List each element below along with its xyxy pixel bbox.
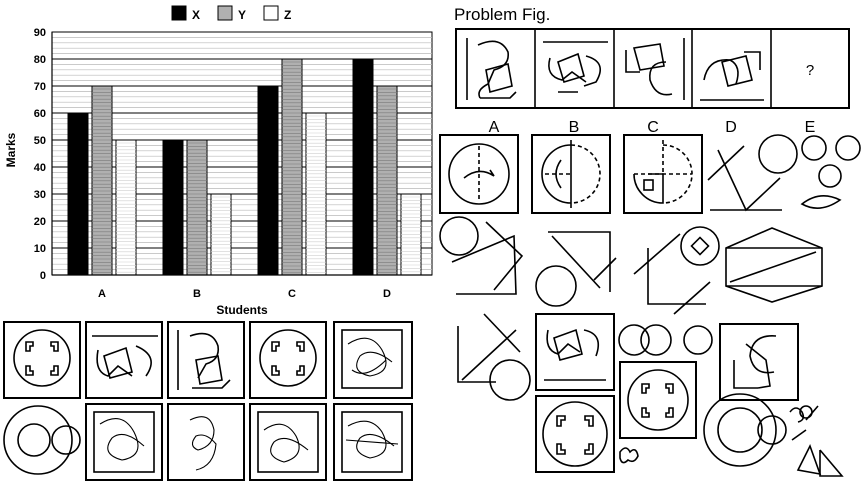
problem-figure-strip: ? xyxy=(455,28,850,109)
legend-label-z: Z xyxy=(284,8,291,22)
y-tick-label: 70 xyxy=(34,81,46,93)
chart-legend: X Y Z xyxy=(171,5,291,22)
y-tick-label: 20 xyxy=(34,216,46,228)
option-figure-c xyxy=(623,134,703,214)
y-axis-label: Marks xyxy=(4,132,18,167)
problem-figure-title: Problem Fig. xyxy=(454,5,550,24)
x-tick-label-d: D xyxy=(383,288,391,300)
y-tick-label: 90 xyxy=(34,27,46,39)
option-label-d: D xyxy=(725,119,737,136)
option-label-e: E xyxy=(805,119,816,136)
x-tick-labels: A B C D xyxy=(98,288,391,300)
option-label-a: A xyxy=(489,119,500,136)
option-figure-a xyxy=(439,134,519,214)
chart-axes xyxy=(51,32,432,276)
grid-cell-1 xyxy=(3,321,81,399)
option-figure-b xyxy=(531,134,611,214)
legend-swatch-z xyxy=(263,5,279,21)
grid-cell-6 xyxy=(3,405,81,475)
grid-cell-5 xyxy=(333,321,413,399)
grid-cell-4 xyxy=(249,321,327,399)
y-tick-label: 50 xyxy=(34,135,46,147)
y-tick-label: 0 xyxy=(40,270,46,282)
grid-cell-9 xyxy=(249,403,327,481)
grid-cell-3 xyxy=(167,321,245,399)
legend-label-y: Y xyxy=(238,8,246,22)
bar-x-a xyxy=(67,112,89,276)
grid-cell-7 xyxy=(85,403,163,481)
option-label-b: B xyxy=(569,119,580,136)
legend-swatch-y xyxy=(217,5,233,21)
bar-y-c xyxy=(281,58,303,276)
x-axis-label: Students xyxy=(216,303,268,317)
grid-cell-10 xyxy=(333,403,413,481)
chart-bars xyxy=(67,58,422,276)
distractor-shapes-row-1 xyxy=(439,216,823,315)
legend-swatch-x xyxy=(171,5,187,21)
y-tick-label: 30 xyxy=(34,189,46,201)
y-tick-label: 60 xyxy=(34,108,46,120)
answer-grid xyxy=(3,321,413,481)
bar-x-c xyxy=(257,85,279,276)
legend-label-x: X xyxy=(192,8,200,22)
x-tick-label-a: A xyxy=(98,288,106,300)
x-tick-label-c: C xyxy=(288,288,296,300)
y-tick-labels: 0 10 20 30 40 50 60 70 80 90 xyxy=(34,27,46,282)
problem-cell-4 xyxy=(700,51,764,101)
option-label-c: C xyxy=(647,119,659,136)
y-tick-label: 80 xyxy=(34,54,46,66)
grid-cell-2 xyxy=(85,321,163,399)
option-figure-e xyxy=(758,134,861,209)
bar-chart: X Y Z 0 10 20 30 40 50 60 70 80 90 A B C D Students Ma… xyxy=(4,5,433,317)
bar-x-d xyxy=(352,58,374,276)
grid-cell-8 xyxy=(167,403,245,481)
bar-x-b xyxy=(162,139,184,276)
x-tick-label-b: B xyxy=(193,288,201,300)
distractor-shapes-row-2 xyxy=(457,313,844,477)
y-tick-label: 10 xyxy=(34,243,46,255)
problem-cell-2 xyxy=(543,41,608,93)
y-tick-label: 40 xyxy=(34,162,46,174)
problem-cell-3 xyxy=(625,38,685,100)
problem-cell-1 xyxy=(466,38,517,100)
option-figure-d xyxy=(707,145,782,212)
question-mark: ? xyxy=(806,62,814,79)
